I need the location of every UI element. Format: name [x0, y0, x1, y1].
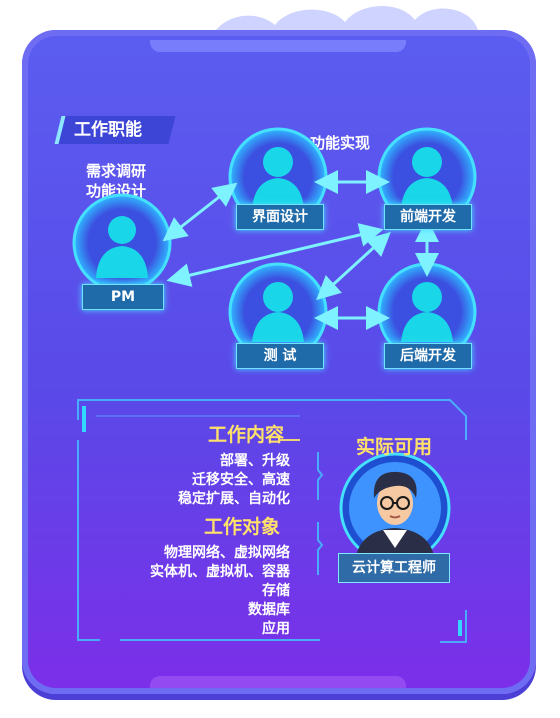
node-label-ui: 界面设计 [236, 204, 324, 230]
engineer-avatar [339, 452, 451, 564]
ui-designer-avatar [228, 127, 328, 227]
work-object-line: 数据库 [248, 602, 290, 618]
feature-note: 功能实现 [310, 134, 371, 152]
arrow-test-frontend [316, 231, 391, 301]
work-object-line: 应用 [262, 621, 290, 637]
flow-arrows [162, 170, 439, 330]
tester-avatar [228, 262, 328, 362]
frontend-dev-avatar [377, 127, 477, 227]
work-content-heading: 工作内容 [208, 424, 285, 446]
work-object-line: 物理网络、虚拟网络 [164, 545, 290, 561]
tech-frame [77, 399, 467, 643]
work-objects-heading: 工作对象 [204, 516, 281, 538]
work-content-line: 稳定扩展、自动化 [178, 491, 290, 507]
arrow-pm-ui [162, 182, 238, 242]
work-object-line: 实体机、虚拟机、容器 [150, 564, 290, 580]
work-content-line: 迁移安全、高速 [192, 472, 290, 488]
node-label-pm: PM [82, 284, 164, 310]
panel-top-tab [150, 40, 406, 52]
role-label: 云计算工程师 [338, 553, 450, 583]
node-label-backend: 后端开发 [384, 343, 472, 369]
role-heading: 实际可用 [356, 436, 433, 458]
node-label-test: 测 试 [236, 343, 324, 369]
pm-avatar [72, 193, 172, 293]
work-content-line: 部署、升级 [220, 453, 290, 469]
node-label-frontend: 前端开发 [384, 204, 472, 230]
work-object-line: 存储 [262, 583, 290, 599]
panel-bottom-tab [150, 676, 406, 688]
pm-note-1: 需求调研 [86, 162, 147, 180]
